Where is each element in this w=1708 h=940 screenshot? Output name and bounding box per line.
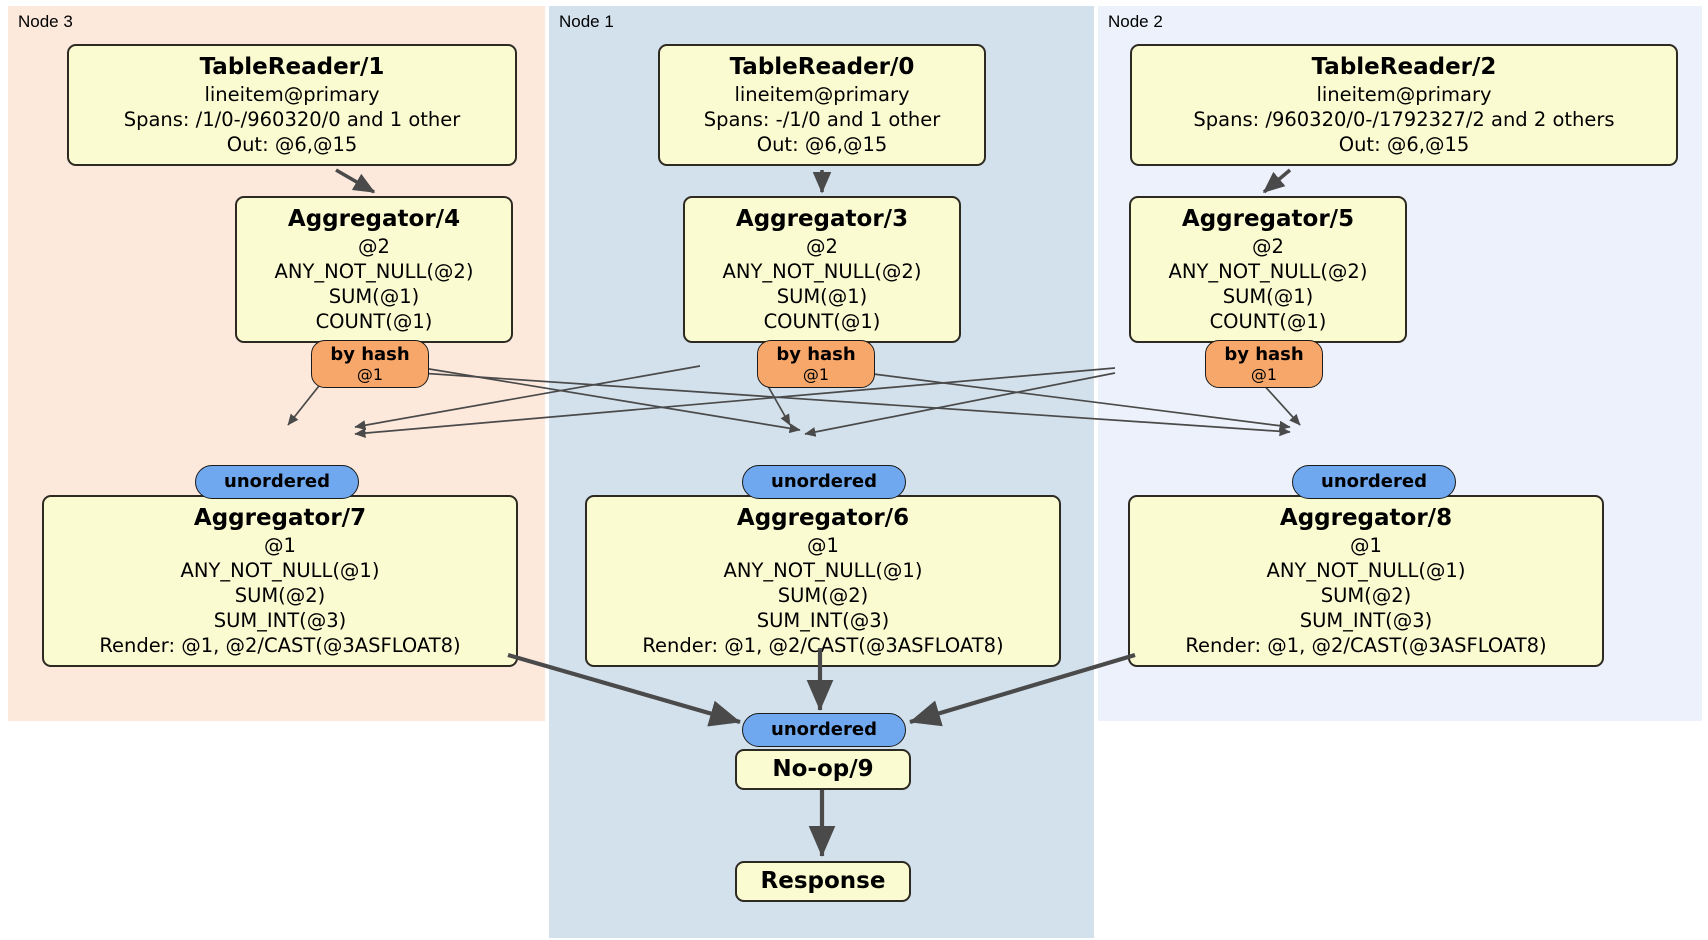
node-panel-label-node3: Node 3 <box>18 12 73 31</box>
box-line: Out: @6,@15 <box>756 133 888 156</box>
sync-unordered-left[interactable]: unordered <box>195 465 359 499</box>
box-line: Render: @1, @2/CAST(@3ASFLOAT8) <box>99 634 461 657</box>
router-label: by hash <box>776 344 856 365</box>
box-line: Out: @6,@15 <box>1338 133 1470 156</box>
box-line: lineitem@primary <box>734 83 910 106</box>
box-title: TableReader/2 <box>1311 54 1497 80</box>
box-title: Response <box>760 868 886 894</box>
hash-router-left[interactable]: by hash @1 <box>311 340 429 388</box>
box-title: Aggregator/3 <box>735 206 909 232</box>
sync-label: unordered <box>771 471 877 492</box>
box-line: @1 <box>264 534 296 557</box>
box-line: Out: @6,@15 <box>226 133 358 156</box>
box-line: Spans: /1/0-/960320/0 and 1 other <box>123 108 461 131</box>
box-line: ANY_NOT_NULL(@1) <box>1266 559 1466 582</box>
box-line: @2 <box>806 235 838 258</box>
sync-unordered-final[interactable]: unordered <box>742 713 906 747</box>
box-line: Render: @1, @2/CAST(@3ASFLOAT8) <box>1185 634 1547 657</box>
processor-box-aggregator-5[interactable]: Aggregator/5 @2 ANY_NOT_NULL(@2) SUM(@1)… <box>1129 196 1407 343</box>
box-line: SUM(@2) <box>234 584 326 607</box>
router-sublabel: @1 <box>802 365 830 384</box>
box-line: SUM_INT(@3) <box>1299 609 1433 632</box>
router-sublabel: @1 <box>356 365 384 384</box>
sync-label: unordered <box>771 719 877 740</box>
processor-box-aggregator-3[interactable]: Aggregator/3 @2 ANY_NOT_NULL(@2) SUM(@1)… <box>683 196 961 343</box>
box-line: ANY_NOT_NULL(@2) <box>274 260 474 283</box>
box-title: No-op/9 <box>772 756 874 782</box>
router-label: by hash <box>330 344 410 365</box>
box-line: Render: @1, @2/CAST(@3ASFLOAT8) <box>642 634 1004 657</box>
box-line: SUM(@1) <box>328 285 420 308</box>
hash-router-center[interactable]: by hash @1 <box>757 340 875 388</box>
sync-label: unordered <box>224 471 330 492</box>
box-line: ANY_NOT_NULL(@2) <box>722 260 922 283</box>
box-title: Aggregator/6 <box>736 505 910 531</box>
node-panel-label-node1: Node 1 <box>559 12 614 31</box>
hash-router-right[interactable]: by hash @1 <box>1205 340 1323 388</box>
box-line: ANY_NOT_NULL(@2) <box>1168 260 1368 283</box>
box-line: @2 <box>358 235 390 258</box>
router-label: by hash <box>1224 344 1304 365</box>
box-line: SUM_INT(@3) <box>213 609 347 632</box>
sync-unordered-right[interactable]: unordered <box>1292 465 1456 499</box>
node-panel-label-node2: Node 2 <box>1108 12 1163 31</box>
processor-box-aggregator-4[interactable]: Aggregator/4 @2 ANY_NOT_NULL(@2) SUM(@1)… <box>235 196 513 343</box>
box-line: @1 <box>807 534 839 557</box>
box-title: Aggregator/4 <box>287 206 461 232</box>
processor-box-tablereader-1[interactable]: TableReader/1 lineitem@primary Spans: /1… <box>67 44 517 166</box>
box-line: SUM_INT(@3) <box>756 609 890 632</box>
processor-box-tablereader-0[interactable]: TableReader/0 lineitem@primary Spans: -/… <box>658 44 986 166</box>
box-line: COUNT(@1) <box>763 310 881 333</box>
box-line: ANY_NOT_NULL(@1) <box>723 559 923 582</box>
box-title: TableReader/1 <box>199 54 385 80</box>
box-title: Aggregator/8 <box>1279 505 1453 531</box>
processor-box-noop-9[interactable]: No-op/9 <box>735 749 911 790</box>
processor-box-tablereader-2[interactable]: TableReader/2 lineitem@primary Spans: /9… <box>1130 44 1678 166</box>
box-line: ANY_NOT_NULL(@1) <box>180 559 380 582</box>
processor-box-aggregator-7[interactable]: Aggregator/7 @1 ANY_NOT_NULL(@1) SUM(@2)… <box>42 495 518 667</box>
box-line: @1 <box>1350 534 1382 557</box>
sync-label: unordered <box>1321 471 1427 492</box>
box-line: @2 <box>1252 235 1284 258</box>
box-line: SUM(@1) <box>1222 285 1314 308</box>
box-title: Aggregator/5 <box>1181 206 1355 232</box>
box-line: lineitem@primary <box>1316 83 1492 106</box>
processor-box-aggregator-6[interactable]: Aggregator/6 @1 ANY_NOT_NULL(@1) SUM(@2)… <box>585 495 1061 667</box>
box-line: SUM(@1) <box>776 285 868 308</box>
router-sublabel: @1 <box>1250 365 1278 384</box>
box-line: SUM(@2) <box>1320 584 1412 607</box>
box-title: Aggregator/7 <box>193 505 367 531</box>
box-line: lineitem@primary <box>204 83 380 106</box>
processor-box-aggregator-8[interactable]: Aggregator/8 @1 ANY_NOT_NULL(@1) SUM(@2)… <box>1128 495 1604 667</box>
box-line: COUNT(@1) <box>1209 310 1327 333</box>
box-line: SUM(@2) <box>777 584 869 607</box>
processor-box-response[interactable]: Response <box>735 861 911 902</box>
box-line: COUNT(@1) <box>315 310 433 333</box>
sync-unordered-center[interactable]: unordered <box>742 465 906 499</box>
box-title: TableReader/0 <box>729 54 915 80</box>
box-line: Spans: /960320/0-/1792327/2 and 2 others <box>1193 108 1615 131</box>
box-line: Spans: -/1/0 and 1 other <box>703 108 941 131</box>
